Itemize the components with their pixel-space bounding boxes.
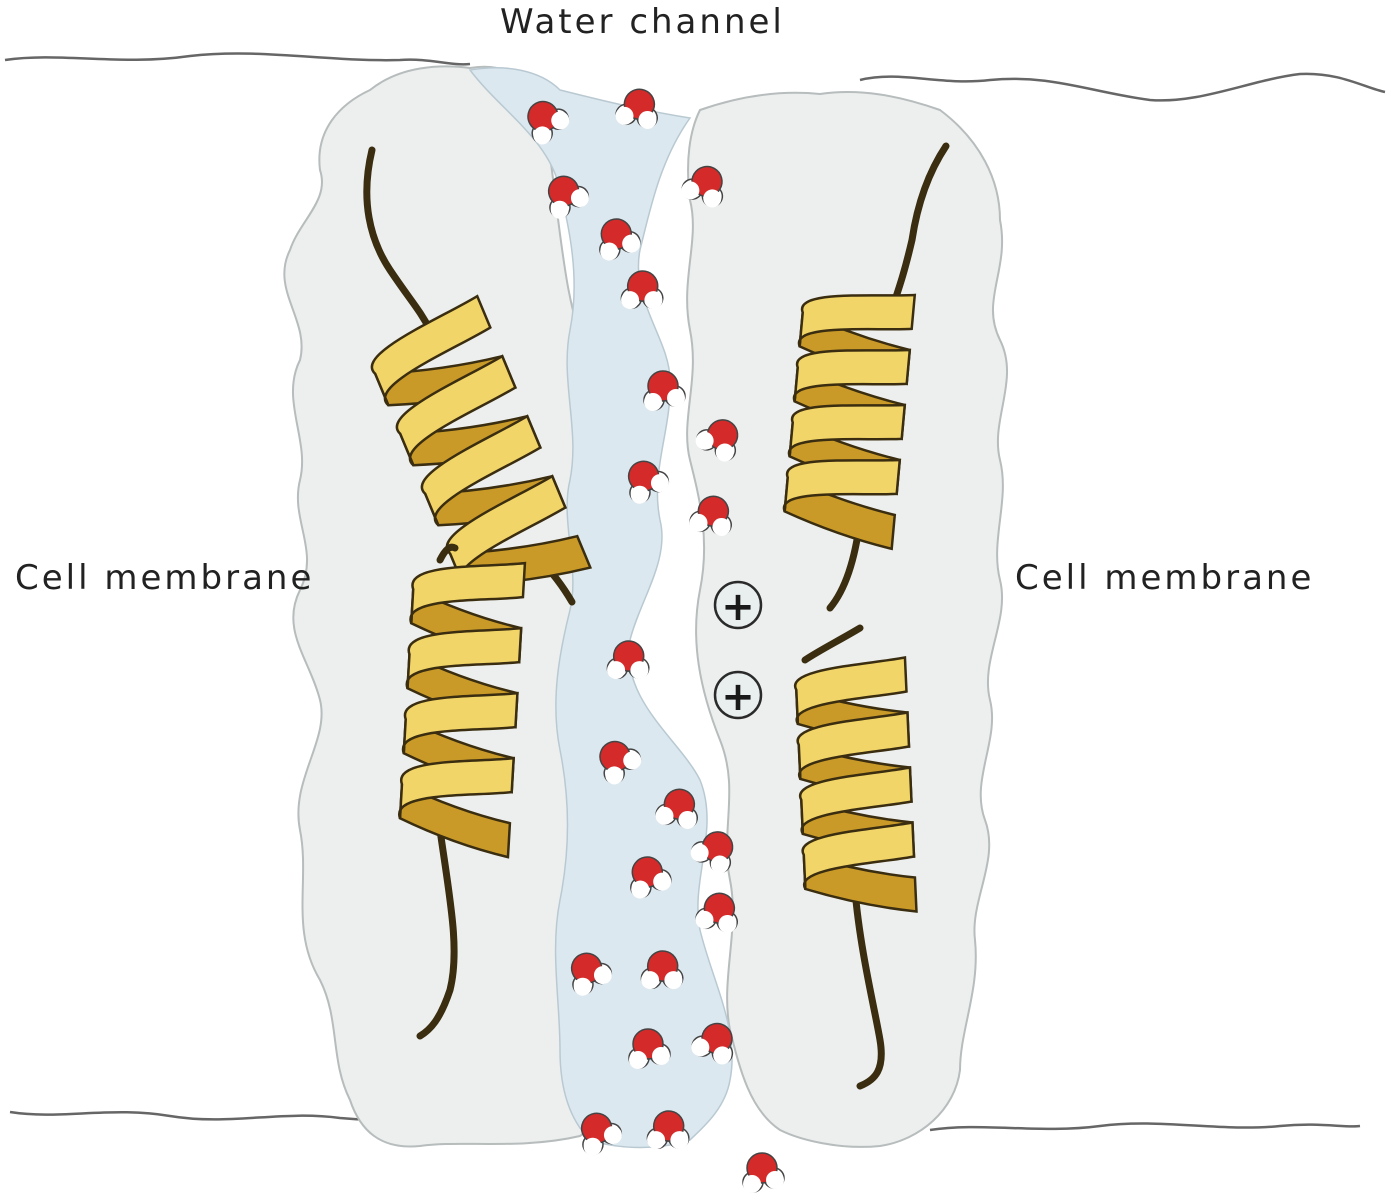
helix-front-strand [798,766,913,835]
water-molecule [628,1028,671,1069]
water-molecule [690,831,734,874]
helix-front-strand [395,354,517,467]
title-label: Water channel [500,2,785,42]
helix-front-strand [797,293,917,347]
right-membrane-label: Cell membrane [1015,558,1315,598]
helix-front-strand [792,348,912,402]
water-molecule [606,640,650,680]
water-molecule [742,1152,785,1193]
helix-front-strand [787,403,907,457]
water-molecule [599,740,642,785]
water-molecule [599,218,641,261]
charge-symbol: + [721,584,755,630]
water-molecule [615,88,658,129]
helix-back-strand [398,782,512,859]
helix-front-strand [782,458,902,512]
helix-front-strand [401,691,519,754]
helix-front-strand [409,561,527,624]
water-molecule [655,788,698,829]
water-molecule [695,419,739,462]
membrane-bottom-line-right [929,1122,1361,1132]
right-upper-helix [782,142,950,612]
water-molecule [630,856,672,899]
helices [363,142,950,1090]
positive-charge-2: + [713,670,763,720]
water-molecule [620,270,664,310]
charge-symbol: + [721,674,755,720]
right-lower-helix [793,624,918,1090]
helix-front-strand [793,656,908,725]
membrane-top-line [4,52,471,66]
water-molecule [691,1022,734,1065]
water-molecule [580,1112,623,1156]
helix-front-strand [405,626,523,689]
left-lower-helix [398,543,527,1040]
water-molecule [547,175,590,219]
water-molecule [640,950,684,990]
water-molecule [646,1110,690,1150]
helix-front-strand [796,711,911,780]
water-molecule [527,100,570,145]
membrane-lines [4,52,1386,1132]
left-membrane-label: Cell membrane [15,558,315,598]
water-molecules [527,88,785,1193]
water-molecule [689,495,732,536]
positive-charge-1: + [713,580,763,630]
helix-front-strand [370,294,492,407]
helix-front-strand [398,756,515,819]
water-molecule [627,460,670,504]
water-molecule [570,952,613,996]
helix-front-strand [420,414,542,527]
water-molecule [681,165,724,208]
water-molecule [695,892,738,933]
water-molecule [643,370,686,411]
membrane-top-line-right [859,72,1386,102]
helix-front-strand [801,821,916,890]
